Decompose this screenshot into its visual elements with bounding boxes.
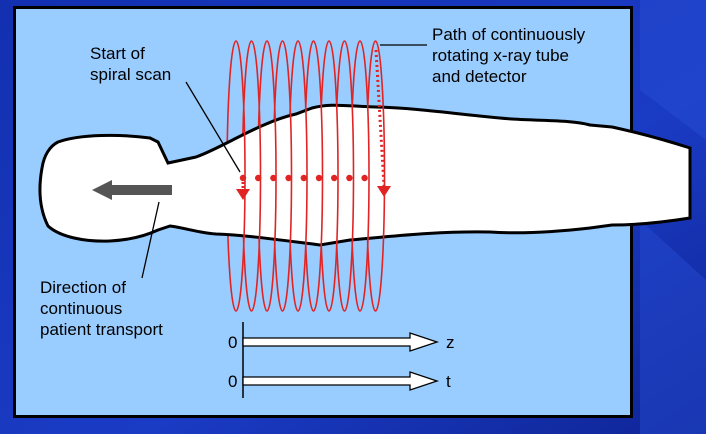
scan-dot (346, 174, 353, 182)
scan-dot (300, 174, 307, 182)
z-axis-origin-label: 0 (228, 333, 238, 352)
scan-dot (315, 174, 323, 182)
start-label-line-2: spiral scan (90, 65, 172, 84)
direction-label-line-3: patient transport (40, 320, 163, 339)
transport-arrow (92, 180, 172, 200)
start-of-spiral-scan-label: Start of spiral scan (90, 43, 171, 85)
direction-label-line-2: continuous (40, 299, 123, 318)
path-label-line-2: rotating x-ray tube (432, 46, 570, 65)
direction-label-line-1: Direction of (40, 278, 126, 297)
end-arrowhead (377, 186, 391, 197)
t-axis-label: t (446, 372, 451, 391)
z-axis-label: z (446, 333, 455, 352)
spiral-loop-front (266, 40, 277, 312)
scan-dot (285, 174, 292, 182)
rotating-path-label: Path of continuously rotating x-ray tube… (432, 24, 585, 87)
spiral-loop-front (328, 40, 339, 312)
spiral-loop-front (297, 40, 308, 312)
spiral-loop-front (313, 40, 324, 312)
start-pointer-line (185, 81, 241, 173)
direction-pointer-line (141, 201, 160, 279)
path-label-line-3: and detector (432, 67, 527, 86)
t-axis-origin-label: 0 (228, 372, 238, 391)
path-label-line-1: Path of continuously (432, 25, 586, 44)
spiral-loop-front (282, 40, 293, 312)
spiral-loop-front (344, 40, 355, 312)
t-axis-arrow (242, 371, 440, 391)
scan-dot (270, 174, 277, 182)
scan-dot (361, 174, 368, 182)
direction-of-transport-label: Direction of continuous patient transpor… (40, 277, 163, 340)
start-arrowhead (236, 189, 250, 200)
spiral-scan-dots (239, 174, 368, 182)
start-label-line-1: Start of (90, 44, 145, 63)
scan-dot (331, 174, 338, 182)
scan-dot (255, 174, 262, 182)
z-axis-arrow (242, 332, 440, 352)
spiral-loop-front (359, 40, 370, 312)
